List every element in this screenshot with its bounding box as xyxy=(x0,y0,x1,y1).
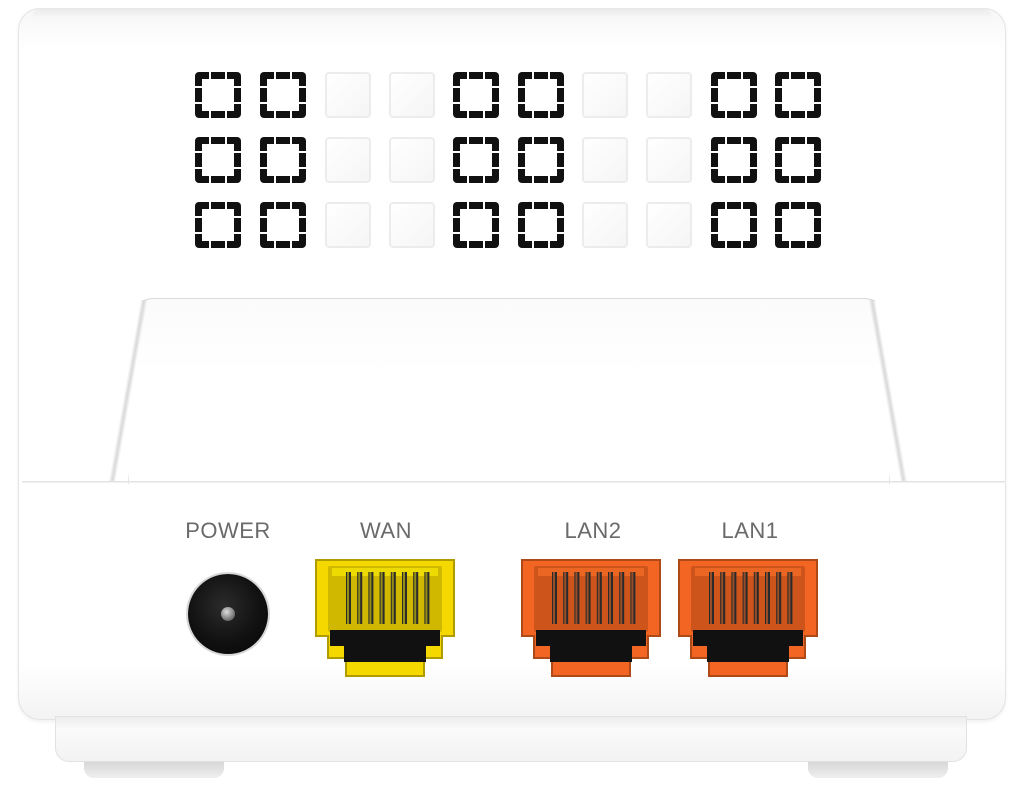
vent-slot xyxy=(389,202,435,248)
vent-slot xyxy=(646,202,692,248)
vent-slot xyxy=(711,72,757,118)
vent-slot xyxy=(325,202,371,248)
vent-slot xyxy=(646,72,692,118)
vent-slot xyxy=(711,202,757,248)
vent-slot xyxy=(325,137,371,183)
power-pin xyxy=(221,607,235,621)
vent-slot xyxy=(582,202,628,248)
power-label: POWER xyxy=(185,518,271,543)
vent-slot xyxy=(389,72,435,118)
vent-slot xyxy=(389,137,435,183)
router-base xyxy=(55,716,967,762)
recess-edge xyxy=(108,300,148,483)
rubber-foot xyxy=(808,762,948,778)
rubber-foot xyxy=(84,762,224,778)
vent-slot xyxy=(195,137,241,183)
vent-slot xyxy=(260,137,306,183)
vent-slot xyxy=(582,137,628,183)
lan1-label: LAN1 xyxy=(721,518,779,543)
vent-slot xyxy=(453,137,499,183)
wan-label: WAN xyxy=(359,518,412,543)
recess-edge xyxy=(868,300,908,483)
top-recess xyxy=(128,298,890,484)
wan-port[interactable] xyxy=(314,558,456,678)
vent-slot xyxy=(195,202,241,248)
vent-slot xyxy=(775,137,821,183)
panel-seam xyxy=(22,481,1006,483)
vent-slot xyxy=(325,72,371,118)
vent-slot xyxy=(711,137,757,183)
vent-slot xyxy=(775,202,821,248)
lan2-label: LAN2 xyxy=(564,518,622,543)
vent-slot xyxy=(646,137,692,183)
vent-slot xyxy=(582,72,628,118)
vent-slot xyxy=(518,202,564,248)
vent-slot xyxy=(518,137,564,183)
vent-slot xyxy=(453,72,499,118)
vent-slot xyxy=(260,72,306,118)
vent-slot xyxy=(453,202,499,248)
lan2-port[interactable] xyxy=(520,558,662,678)
ventilation-grid xyxy=(195,72,823,248)
vent-slot xyxy=(775,72,821,118)
vent-slot xyxy=(195,72,241,118)
lan1-port[interactable] xyxy=(677,558,819,678)
vent-slot xyxy=(518,72,564,118)
vent-slot xyxy=(260,202,306,248)
